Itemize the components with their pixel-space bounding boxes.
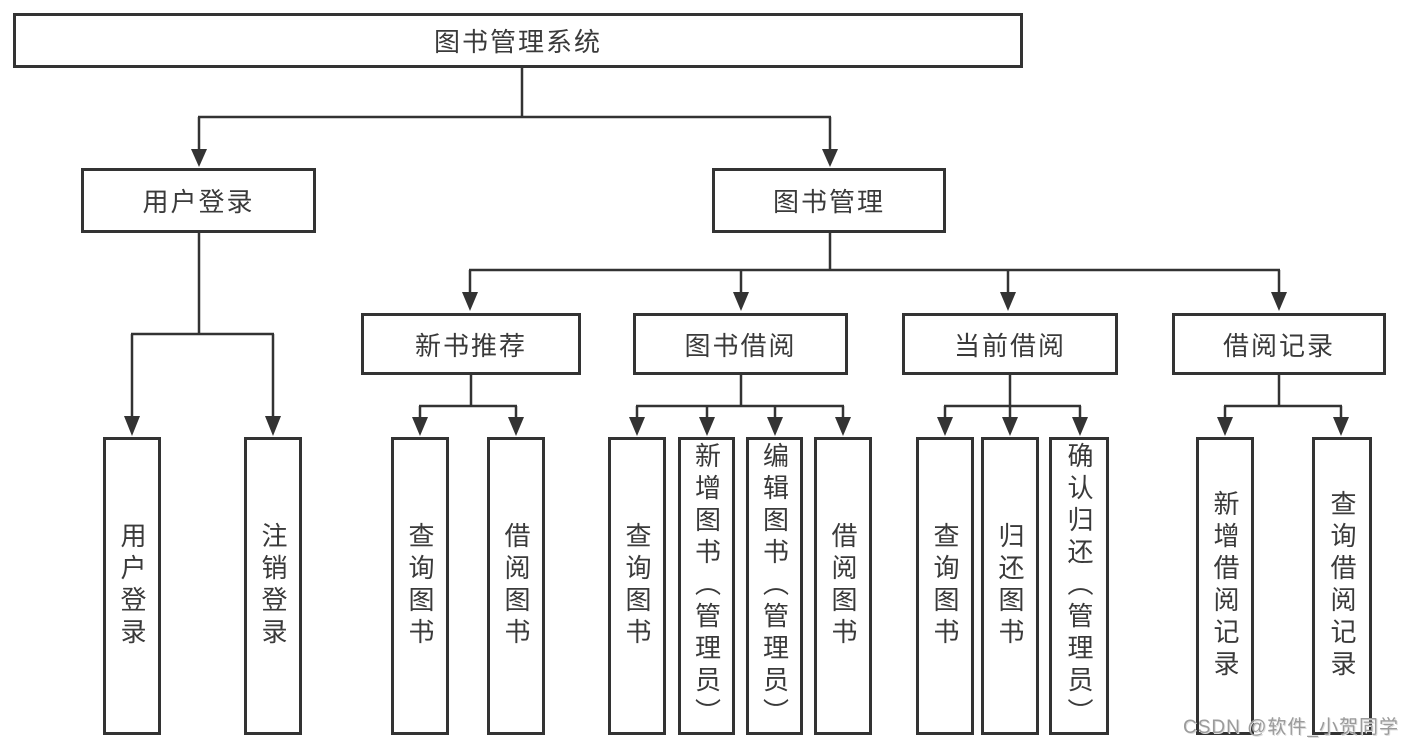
csdn-watermark: CSDN @软件_小贺同学 (1183, 717, 1399, 738)
leaf-add-borrow-record: 新增借阅记录 (1196, 437, 1254, 735)
leaf-confirm-return-admin: 确认归还（管理员） (1049, 437, 1109, 735)
node-label: 确认归还（管理员） (1064, 442, 1094, 730)
node-label: 借阅图书 (501, 522, 531, 650)
node-label: 借阅图书 (828, 522, 858, 650)
node-label: 查询图书 (405, 522, 435, 650)
node-new-book-recommendation: 新书推荐 (361, 313, 581, 375)
node-label: 查询图书 (930, 522, 960, 650)
leaf-logout: 注销登录 (244, 437, 302, 735)
node-label: 注销登录 (258, 522, 288, 650)
node-borrowing-records: 借阅记录 (1172, 313, 1386, 375)
node-current-borrowing: 当前借阅 (902, 313, 1118, 375)
node-book-management: 图书管理 (712, 168, 946, 233)
node-label: 查询图书 (622, 522, 652, 650)
leaf-query-books-borrowing: 查询图书 (608, 437, 666, 735)
leaf-user-login: 用户登录 (103, 437, 161, 735)
node-book-borrowing: 图书借阅 (633, 313, 848, 375)
leaf-borrow-books-recommend: 借阅图书 (487, 437, 545, 735)
node-library-management-system: 图书管理系统 (13, 13, 1023, 68)
leaf-query-borrow-record: 查询借阅记录 (1312, 437, 1372, 735)
leaf-borrow-books-borrowing: 借阅图书 (814, 437, 872, 735)
leaf-query-books-recommend: 查询图书 (391, 437, 449, 735)
leaf-query-books-current: 查询图书 (916, 437, 974, 735)
leaf-edit-book-admin: 编辑图书（管理员） (746, 437, 803, 735)
node-user-login: 用户登录 (81, 168, 316, 233)
node-label: 新增图书（管理员） (691, 442, 722, 730)
node-label: 新增借阅记录 (1210, 490, 1240, 682)
node-label: 查询借阅记录 (1327, 490, 1357, 682)
node-label: 编辑图书（管理员） (759, 442, 790, 730)
leaf-add-book-admin: 新增图书（管理员） (678, 437, 735, 735)
node-label: 用户登录 (117, 522, 147, 650)
node-label: 归还图书 (995, 522, 1025, 650)
leaf-return-books: 归还图书 (981, 437, 1039, 735)
